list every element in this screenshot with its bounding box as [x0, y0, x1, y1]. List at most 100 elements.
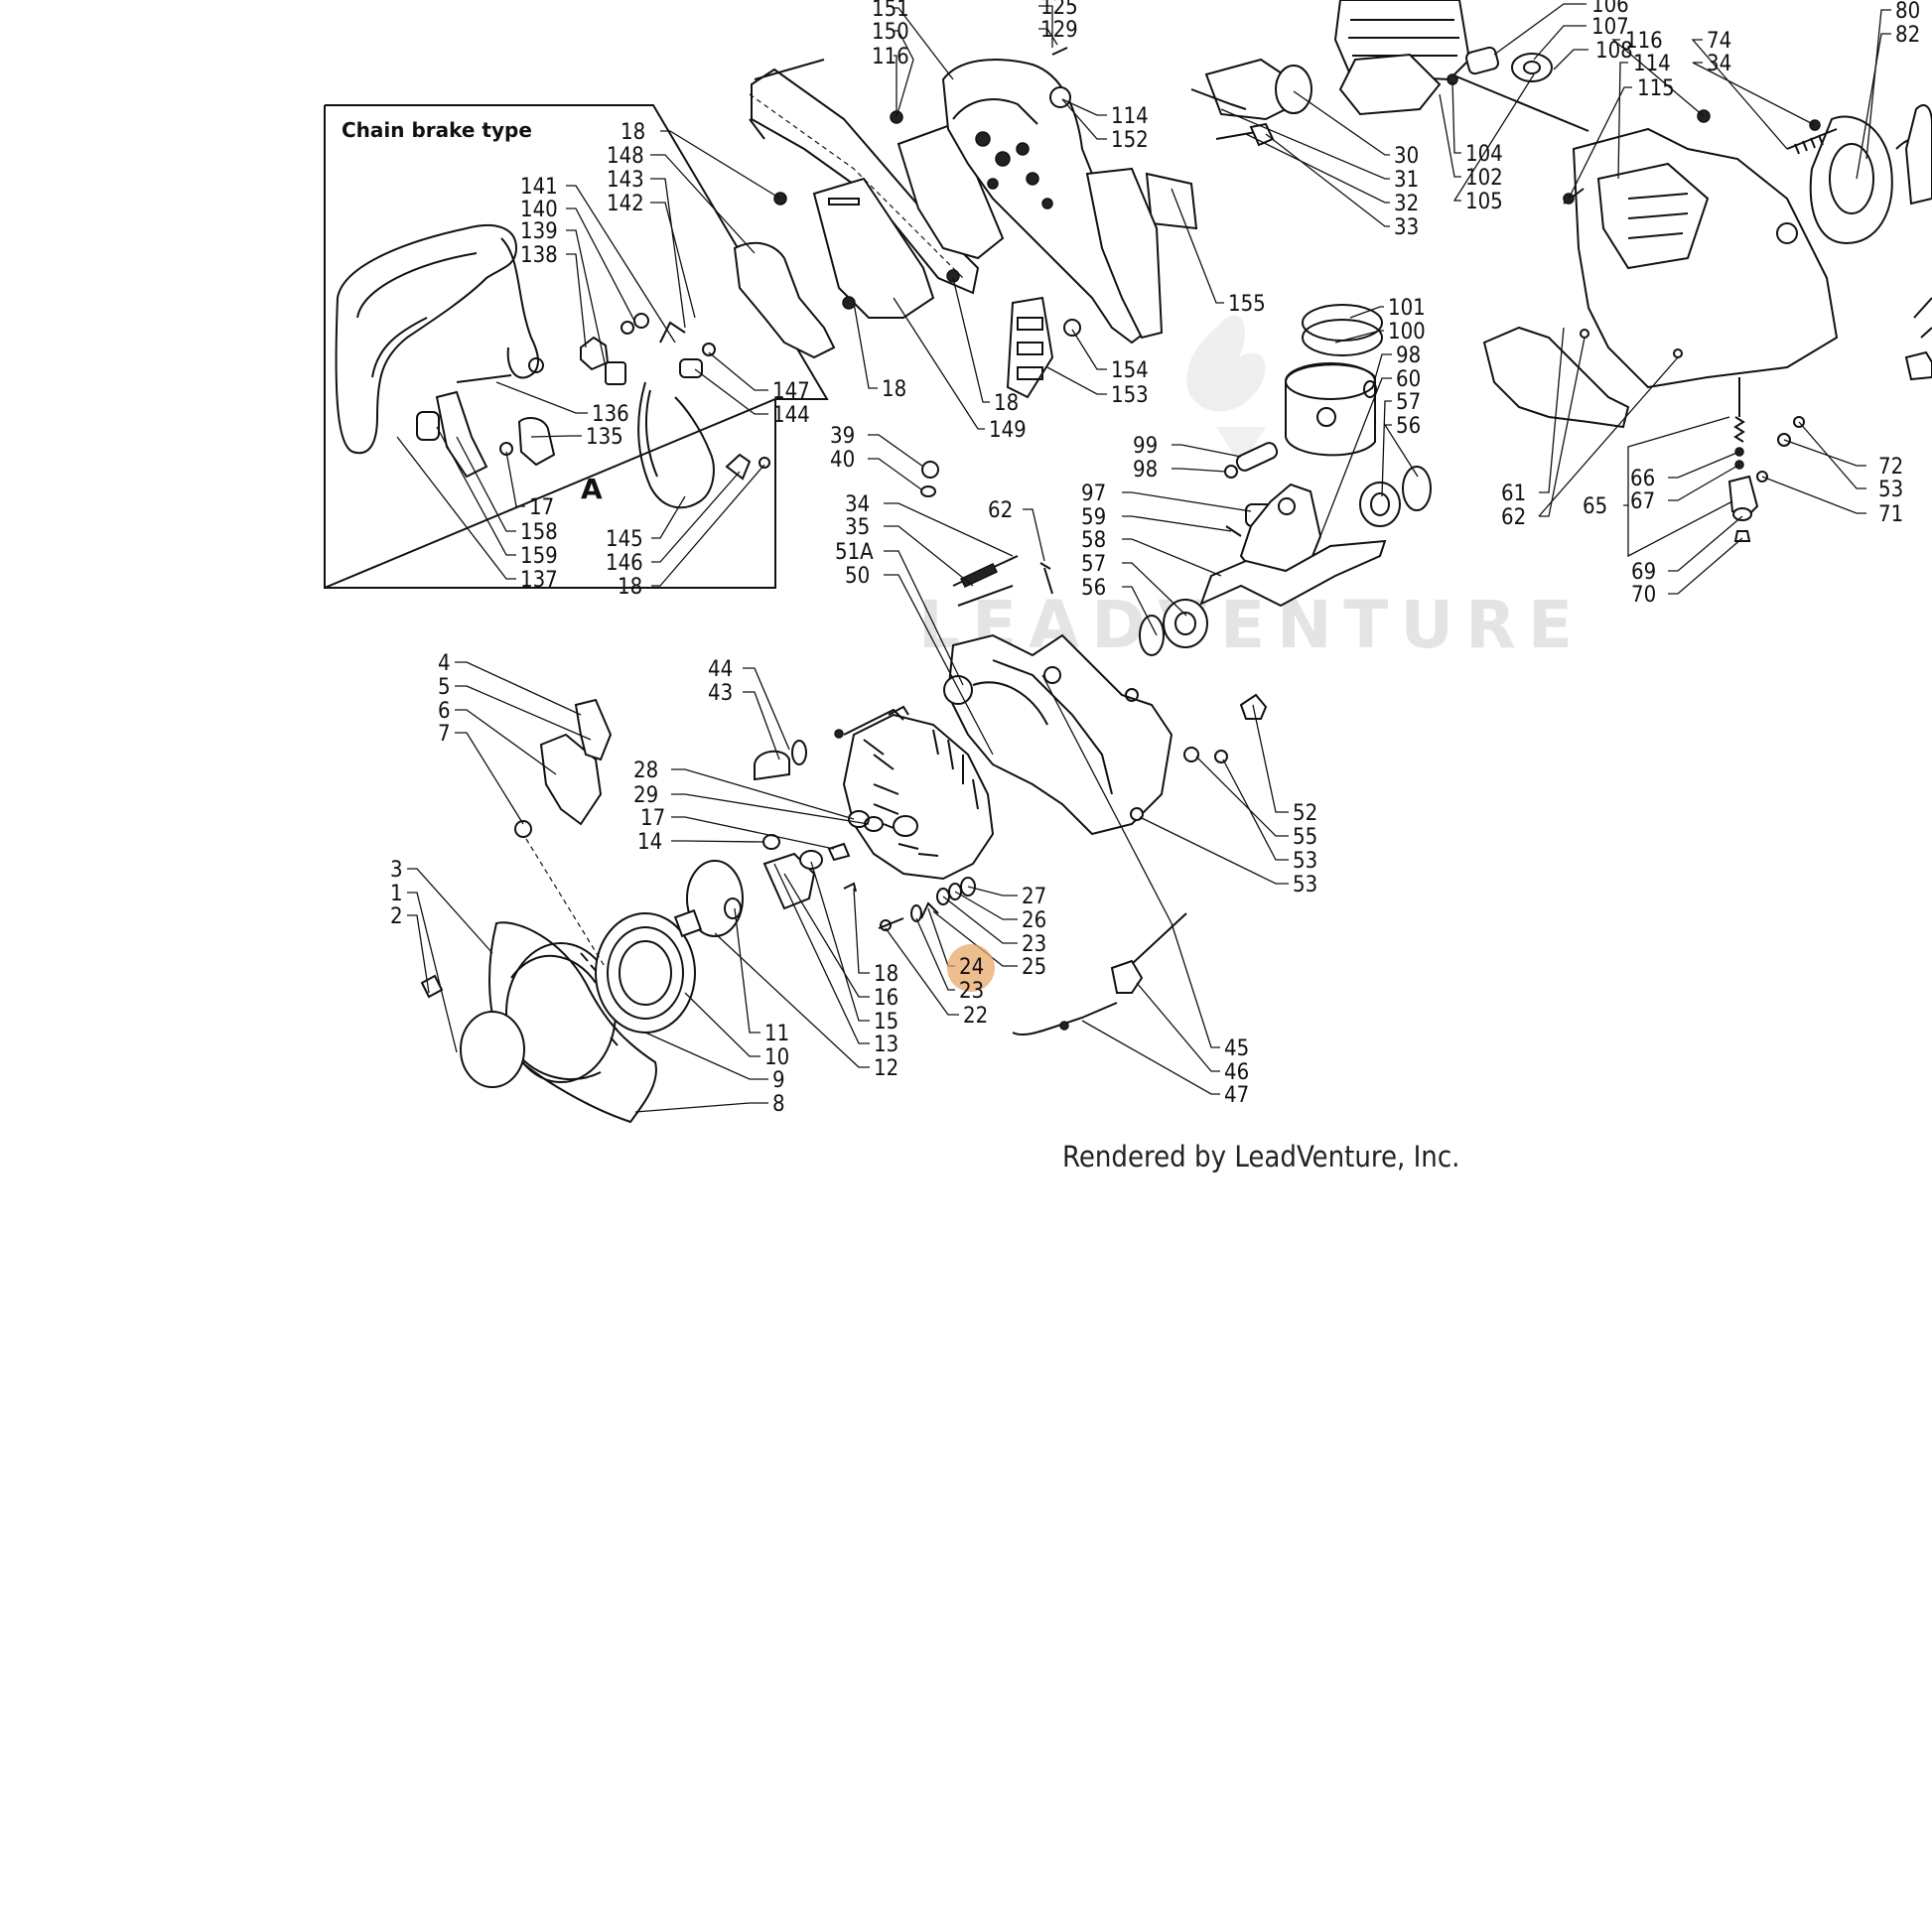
- callout-34[interactable]: 34: [1707, 52, 1731, 76]
- callout-26[interactable]: 26: [1022, 908, 1046, 933]
- callout-57[interactable]: 57: [1396, 390, 1421, 415]
- callout-100[interactable]: 100: [1388, 320, 1426, 345]
- callout-102[interactable]: 102: [1465, 166, 1503, 191]
- callout-31[interactable]: 31: [1394, 168, 1419, 193]
- callout-116[interactable]: 116: [1625, 29, 1663, 54]
- callout-13[interactable]: 13: [874, 1033, 898, 1057]
- callout-62[interactable]: 62: [1501, 505, 1526, 530]
- callout-116[interactable]: 116: [872, 45, 909, 69]
- callout-44[interactable]: 44: [708, 657, 733, 682]
- callout-58[interactable]: 58: [1081, 528, 1106, 553]
- callout-11[interactable]: 11: [764, 1022, 789, 1046]
- callout-146[interactable]: 146: [606, 551, 643, 576]
- callout-97[interactable]: 97: [1081, 482, 1106, 506]
- callout-142[interactable]: 142: [607, 192, 644, 216]
- callout-98[interactable]: 98: [1133, 458, 1158, 483]
- callout-149[interactable]: 149: [989, 418, 1027, 443]
- callout-139[interactable]: 139: [520, 219, 558, 244]
- callout-18[interactable]: 18: [618, 575, 642, 600]
- callout-159[interactable]: 159: [520, 544, 558, 569]
- callout-114[interactable]: 114: [1111, 104, 1149, 129]
- callout-144[interactable]: 144: [772, 403, 810, 428]
- callout-35[interactable]: 35: [845, 515, 870, 540]
- callout-158[interactable]: 158: [520, 520, 558, 545]
- callout-34[interactable]: 34: [845, 492, 870, 517]
- callout-4[interactable]: 4: [438, 651, 451, 676]
- highlight-marker[interactable]: [947, 944, 995, 992]
- callout-3[interactable]: 3: [390, 858, 403, 883]
- callout-115[interactable]: 115: [1637, 76, 1675, 101]
- callout-101[interactable]: 101: [1388, 296, 1426, 321]
- callout-52[interactable]: 52: [1293, 801, 1317, 826]
- callout-53[interactable]: 53: [1293, 873, 1317, 897]
- callout-51A[interactable]: 51A: [835, 540, 874, 565]
- callout-7[interactable]: 7: [438, 722, 451, 747]
- callout-61[interactable]: 61: [1501, 482, 1526, 506]
- callout-18[interactable]: 18: [994, 391, 1019, 416]
- callout-14[interactable]: 14: [637, 830, 662, 855]
- callout-18[interactable]: 18: [874, 962, 898, 987]
- callout-70[interactable]: 70: [1631, 583, 1656, 608]
- callout-138[interactable]: 138: [520, 243, 558, 268]
- callout-69[interactable]: 69: [1631, 560, 1656, 585]
- callout-108[interactable]: 108: [1595, 39, 1633, 64]
- callout-99[interactable]: 99: [1133, 434, 1158, 459]
- callout-46[interactable]: 46: [1224, 1060, 1249, 1085]
- callout-33[interactable]: 33: [1394, 215, 1419, 240]
- callout-9[interactable]: 9: [772, 1068, 785, 1093]
- callout-145[interactable]: 145: [606, 527, 643, 552]
- callout-10[interactable]: 10: [764, 1045, 789, 1070]
- callout-153[interactable]: 153: [1111, 383, 1149, 408]
- callout-152[interactable]: 152: [1111, 128, 1149, 153]
- callout-82[interactable]: 82: [1895, 23, 1920, 48]
- callout-56[interactable]: 56: [1081, 576, 1106, 601]
- callout-16[interactable]: 16: [874, 986, 898, 1011]
- callout-148[interactable]: 148: [607, 144, 644, 169]
- callout-15[interactable]: 15: [874, 1010, 898, 1035]
- callout-8[interactable]: 8: [772, 1092, 785, 1117]
- callout-47[interactable]: 47: [1224, 1083, 1249, 1108]
- callout-143[interactable]: 143: [607, 168, 644, 193]
- callout-104[interactable]: 104: [1465, 142, 1503, 167]
- callout-17[interactable]: 17: [640, 806, 665, 831]
- callout-45[interactable]: 45: [1224, 1036, 1249, 1061]
- callout-147[interactable]: 147: [772, 379, 810, 404]
- callout-74[interactable]: 74: [1707, 29, 1731, 54]
- callout-105[interactable]: 105: [1465, 190, 1503, 214]
- callout-23[interactable]: 23: [959, 979, 984, 1004]
- callout-129[interactable]: 129: [1040, 18, 1078, 43]
- callout-53[interactable]: 53: [1878, 478, 1903, 502]
- callout-80[interactable]: 80: [1895, 0, 1920, 24]
- callout-27[interactable]: 27: [1022, 885, 1046, 909]
- callout-151[interactable]: 151: [872, 0, 909, 22]
- callout-137[interactable]: 137: [520, 568, 558, 593]
- callout-17[interactable]: 17: [529, 495, 554, 520]
- callout-72[interactable]: 72: [1878, 455, 1903, 480]
- callout-155[interactable]: 155: [1228, 292, 1266, 317]
- callout-150[interactable]: 150: [872, 20, 909, 45]
- callout-30[interactable]: 30: [1394, 144, 1419, 169]
- callout-107[interactable]: 107: [1591, 15, 1629, 40]
- callout-66[interactable]: 66: [1630, 467, 1655, 491]
- callout-60[interactable]: 60: [1396, 367, 1421, 392]
- callout-106[interactable]: 106: [1591, 0, 1629, 18]
- callout-5[interactable]: 5: [438, 675, 451, 700]
- callout-136[interactable]: 136: [592, 402, 629, 427]
- callout-53[interactable]: 53: [1293, 849, 1317, 874]
- callout-18[interactable]: 18: [882, 377, 906, 402]
- callout-18[interactable]: 18: [621, 120, 645, 145]
- callout-154[interactable]: 154: [1111, 358, 1149, 383]
- callout-71[interactable]: 71: [1878, 502, 1903, 527]
- callout-62[interactable]: 62: [988, 498, 1013, 523]
- callout-141[interactable]: 141: [520, 175, 558, 200]
- callout-135[interactable]: 135: [586, 425, 623, 450]
- callout-67[interactable]: 67: [1630, 489, 1655, 514]
- callout-24[interactable]: 24: [959, 955, 984, 980]
- callout-56[interactable]: 56: [1396, 414, 1421, 439]
- callout-32[interactable]: 32: [1394, 192, 1419, 216]
- callout-50[interactable]: 50: [845, 564, 870, 589]
- callout-98[interactable]: 98: [1396, 344, 1421, 368]
- callout-2[interactable]: 2: [390, 904, 403, 929]
- callout-114[interactable]: 114: [1633, 52, 1671, 76]
- callout-6[interactable]: 6: [438, 699, 451, 724]
